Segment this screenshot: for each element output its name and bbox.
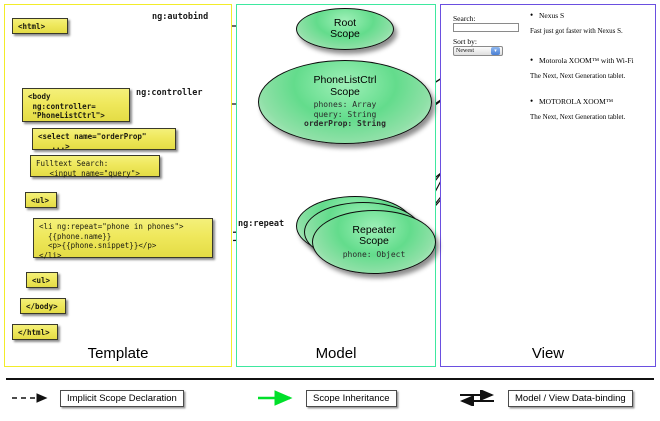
scope-repeater-title: Repeater Scope [352,223,396,248]
code-box-fulltext-search: Fulltext Search: <input name="query"> [30,155,160,178]
legend-label: Implicit Scope Declaration [60,389,184,407]
code-box-select: <select name="orderProp" ...> [32,128,176,151]
scope-repeater: Repeater Scope phone: Object [312,210,436,274]
scope-prop-phone: phone: Object [342,249,406,259]
scope-prop-query: query: String [313,109,377,119]
scope-phonelistctrl-props: phones: Array query: String orderProp: S… [304,100,386,129]
code-box-ul-open: <ul> [25,192,57,208]
scope-phonelistctrl: PhoneListCtrl Scope phones: Array query:… [258,60,432,144]
scope-phonelistctrl-title: PhoneListCtrl Scope [313,74,377,98]
search-input[interactable] [453,23,519,32]
scope-root-title: Root Scope [330,16,360,40]
dashed-arrow-icon [12,393,48,403]
panel-model: Model [236,4,436,367]
panel-label-view: View [531,345,565,362]
scope-prop-orderprop: orderProp: String [304,119,386,129]
panel-label-model: Model [315,345,357,362]
code-box-body-close: </body> [20,298,66,314]
phone-snippet: Fast just got faster with Nexus S. [530,27,623,35]
phone-snippet: The Next, Next Generation tablet. [530,72,626,80]
scope-root: Root Scope [296,8,394,50]
sort-by-select[interactable]: Newest ▾ [453,46,503,56]
legend-model-view-data-binding: Model / View Data-binding [458,389,633,407]
sort-by-selected-value: Newest [456,48,474,54]
scope-repeater-props: phone: Object [343,250,406,260]
chevron-down-icon: ▾ [491,47,500,55]
phone-list-item[interactable]: MOTOROLA XOOM™ The Next, Next Generation… [530,96,654,121]
phone-name[interactable]: Motorola XOOM™ with Wi-Fi [530,55,654,65]
legend-implicit-scope-declaration: Implicit Scope Declaration [10,389,184,407]
code-box-html-open: <html> [12,18,68,34]
double-arrow-icon [460,390,494,406]
legend-label: Model / View Data-binding [508,389,633,407]
phone-snippet: The Next, Next Generation tablet. [530,113,626,121]
phone-name[interactable]: MOTOROLA XOOM™ [530,96,654,106]
legend-scope-inheritance: Scope Inheritance [256,389,397,407]
legend-divider [6,378,654,380]
code-box-html-close: </html> [12,324,58,340]
phone-list-item[interactable]: Nexus S Fast just got faster with Nexus … [530,10,654,35]
phone-name[interactable]: Nexus S [530,10,654,20]
code-box-li-repeat: <li ng:repeat="phone in phones"> {{phone… [33,218,213,260]
code-box-body-open: <body ng:controller= "PhoneListCtrl"> [22,88,130,122]
green-arrow-icon [258,390,293,406]
label-ng-repeat: ng:repeat [238,219,285,229]
sort-by-label: Sort by: [453,37,477,46]
legend-label: Scope Inheritance [306,389,397,407]
label-ng-autobind: ng:autobind [152,12,209,22]
search-label: Search: [453,14,476,23]
panel-label-template: Template [87,345,149,362]
scope-prop-phones: phones: Array [313,100,377,110]
label-ng-controller: ng:controller [136,88,203,98]
code-box-ul-close: <ul> [26,272,58,288]
phone-list-item[interactable]: Motorola XOOM™ with Wi-Fi The Next, Next… [530,55,654,80]
